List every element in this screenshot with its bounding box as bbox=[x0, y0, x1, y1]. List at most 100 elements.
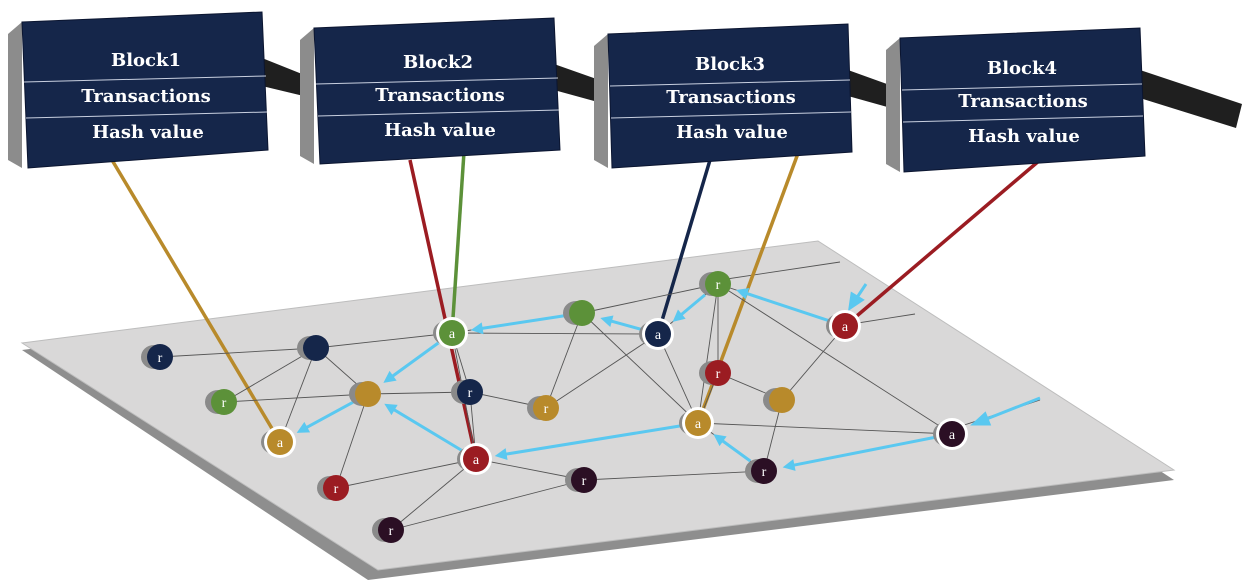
node-disc bbox=[147, 344, 173, 370]
block-card-2[interactable]: Block2 Transactions Hash value bbox=[300, 17, 561, 165]
block-hash-label: Hash value bbox=[968, 126, 1080, 147]
block-node-link bbox=[110, 159, 282, 443]
node-disc bbox=[832, 313, 858, 339]
node-letter: a bbox=[449, 327, 456, 342]
transaction-arrowhead bbox=[672, 309, 686, 322]
network-node[interactable]: a bbox=[433, 317, 468, 349]
network-edge bbox=[583, 470, 765, 481]
block-hash-label: Hash value bbox=[384, 120, 496, 141]
chain-link-3-4 bbox=[848, 70, 898, 110]
transaction-arrow bbox=[470, 314, 566, 335]
chain-link-2-3 bbox=[554, 64, 605, 104]
chain-links bbox=[262, 58, 1242, 128]
block-title: Block3 bbox=[695, 54, 765, 75]
block-transactions-label: Transactions bbox=[958, 91, 1087, 112]
network-node[interactable]: r bbox=[451, 379, 483, 405]
transaction-arrow-shaft bbox=[502, 424, 682, 457]
node-disc bbox=[323, 475, 349, 501]
node-letter: r bbox=[582, 474, 587, 489]
network-edge bbox=[279, 347, 317, 443]
block-card-3[interactable]: Block3 Transactions Hash value bbox=[594, 23, 853, 169]
network-node[interactable]: r bbox=[565, 467, 597, 493]
node-letter: r bbox=[716, 278, 721, 293]
transaction-arrowhead bbox=[494, 448, 508, 460]
node-disc bbox=[705, 271, 731, 297]
transaction-arrow-shaft bbox=[607, 318, 643, 331]
node-disc bbox=[939, 421, 965, 447]
network-node[interactable] bbox=[563, 300, 595, 326]
network-node[interactable]: a bbox=[261, 426, 296, 458]
network-edge bbox=[781, 325, 846, 401]
network-edge bbox=[159, 347, 317, 358]
block-transactions-label: Transactions bbox=[81, 86, 210, 107]
block-hash-label: Hash value bbox=[676, 122, 788, 143]
transaction-arrowhead bbox=[470, 322, 484, 335]
node-letter: r bbox=[716, 367, 721, 382]
node-letter: a bbox=[949, 428, 956, 443]
node-disc bbox=[569, 300, 595, 326]
transaction-arrow bbox=[672, 293, 706, 322]
network-node[interactable]: r bbox=[745, 458, 777, 484]
network-edge bbox=[545, 333, 659, 409]
network-node[interactable]: a bbox=[457, 443, 492, 475]
node-disc bbox=[645, 321, 671, 347]
node-letter: r bbox=[158, 351, 163, 366]
incoming-arrowhead-a-red bbox=[848, 291, 865, 312]
block-title: Block1 bbox=[111, 50, 181, 71]
network-node[interactable]: r bbox=[317, 475, 349, 501]
node-disc bbox=[378, 517, 404, 543]
block-title: Block4 bbox=[987, 58, 1057, 79]
network-node[interactable]: r bbox=[141, 344, 173, 370]
block-title: Block2 bbox=[403, 52, 473, 73]
block-transactions-label: Transactions bbox=[666, 87, 795, 108]
network-edge bbox=[697, 283, 719, 424]
transaction-arrow bbox=[384, 403, 463, 452]
network-edge bbox=[697, 422, 953, 435]
network-node[interactable]: a bbox=[933, 418, 968, 450]
node-disc bbox=[355, 381, 381, 407]
node-letter: r bbox=[468, 386, 473, 401]
node-disc bbox=[685, 410, 711, 436]
node-disc bbox=[463, 446, 489, 472]
node-disc bbox=[533, 395, 559, 421]
node-disc bbox=[751, 458, 777, 484]
network-edge bbox=[717, 283, 953, 435]
network-node[interactable]: a bbox=[826, 310, 861, 342]
network-node[interactable] bbox=[297, 335, 329, 361]
network-edge bbox=[657, 333, 699, 424]
transaction-arrow bbox=[296, 400, 354, 433]
network-node[interactable]: r bbox=[527, 395, 559, 421]
transaction-arrowhead bbox=[383, 370, 397, 383]
network-node[interactable]: r bbox=[699, 271, 731, 297]
network-node[interactable]: r bbox=[205, 389, 237, 415]
network-edge bbox=[545, 312, 583, 409]
network-edge bbox=[451, 332, 659, 335]
transaction-arrowhead bbox=[384, 403, 398, 416]
block-card-4[interactable]: Block4 Transactions Hash value bbox=[886, 27, 1146, 173]
transaction-arrowhead bbox=[296, 421, 311, 433]
transaction-arrow bbox=[782, 435, 936, 471]
network-node[interactable] bbox=[763, 387, 795, 413]
incoming-arrows bbox=[848, 283, 1041, 426]
network-node[interactable]: a bbox=[639, 318, 674, 350]
chain-link-1-2 bbox=[262, 58, 312, 98]
block-node-link bbox=[843, 158, 1042, 328]
network-node[interactable]: r bbox=[372, 517, 404, 543]
node-disc bbox=[457, 379, 483, 405]
network-node[interactable] bbox=[349, 381, 381, 407]
node-letter: a bbox=[277, 436, 284, 451]
node-letter: a bbox=[655, 328, 662, 343]
network-node[interactable]: r bbox=[699, 360, 731, 386]
node-disc bbox=[571, 467, 597, 493]
transaction-arrow bbox=[736, 288, 830, 323]
transaction-arrow-shaft bbox=[478, 314, 566, 331]
block-hash-label: Hash value bbox=[92, 122, 204, 143]
node-disc bbox=[769, 387, 795, 413]
transaction-arrowhead bbox=[600, 315, 614, 328]
transaction-arrow-shaft bbox=[388, 341, 440, 380]
transaction-arrow bbox=[494, 424, 682, 460]
transaction-arrows bbox=[296, 288, 936, 471]
network-node[interactable]: a bbox=[679, 407, 714, 439]
block-card-1[interactable]: Block1 Transactions Hash value bbox=[8, 11, 269, 169]
network-edge bbox=[223, 393, 369, 403]
